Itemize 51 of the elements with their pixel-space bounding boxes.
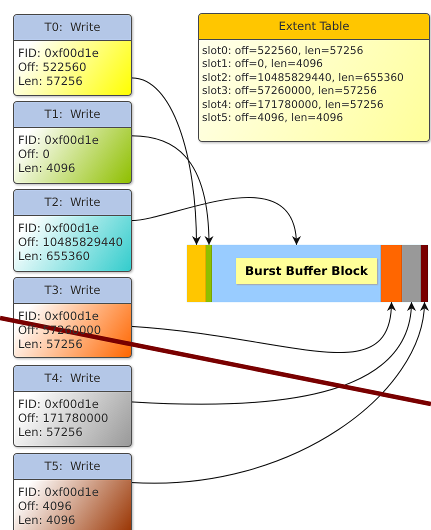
card-heading: T1: Write xyxy=(14,102,131,128)
field-text: Off: 171780000 xyxy=(17,411,110,425)
write-card xyxy=(13,14,132,96)
block-label: Burst Buffer Block xyxy=(236,258,377,284)
block-segment xyxy=(402,245,421,302)
card-heading: T4: Write xyxy=(14,366,131,392)
arrow xyxy=(132,302,428,484)
field-text: FID: 0xf00d1e xyxy=(17,485,100,499)
slot-entry: slot0: off=522560, len=57256 xyxy=(201,45,364,58)
field-text: FID: 0xf00d1e xyxy=(17,309,100,323)
field-text: FID: 0xf00d1e xyxy=(17,46,100,60)
card-heading: Extent Table xyxy=(199,14,429,40)
arrow xyxy=(132,135,214,246)
write-card xyxy=(13,101,132,184)
arrow xyxy=(132,197,300,246)
extent-table-card xyxy=(198,13,430,142)
block-segment xyxy=(187,245,206,302)
field-text: Off: 10485829440 xyxy=(17,235,124,249)
card-heading: T0: Write xyxy=(14,15,131,41)
field-text: Len: 655360 xyxy=(17,249,91,263)
field-text: Off: 0 xyxy=(17,147,51,161)
write-card xyxy=(13,453,132,530)
block-segment xyxy=(212,245,381,302)
field-text: FID: 0xf00d1e xyxy=(17,221,100,235)
field-text: FID: 0xf00d1e xyxy=(17,397,100,411)
slot-entry: slot4: off=171780000, len=57256 xyxy=(201,98,385,112)
write-card xyxy=(13,365,132,447)
arrow xyxy=(132,77,201,246)
write-card xyxy=(13,189,132,272)
slot-entry: slot3: off=57260000, len=57256 xyxy=(201,85,378,99)
field-text: Len: 57256 xyxy=(17,337,84,351)
slot-entry: slot1: off=0, len=4096 xyxy=(201,58,324,72)
card-heading: T2: Write xyxy=(14,190,131,216)
burst-buffer-bar xyxy=(187,245,428,302)
field-text: FID: 0xf00d1e xyxy=(17,133,100,147)
field-text: Len: 57256 xyxy=(17,74,84,88)
block-segment xyxy=(381,245,402,302)
field-text: Off: 522560 xyxy=(17,60,88,74)
field-text: Len: 4096 xyxy=(17,513,76,527)
block-segment xyxy=(421,245,428,302)
slot-entry: slot5: off=4096, len=4096 xyxy=(201,112,344,126)
slot-entry: slot2: off=10485829440, len=655360 xyxy=(201,72,405,86)
field-text: Len: 4096 xyxy=(17,161,76,175)
card-heading: T5: Write xyxy=(14,454,131,480)
arrow xyxy=(132,302,415,405)
block-segment xyxy=(206,245,212,302)
field-text: Off: 4096 xyxy=(17,499,73,513)
card-heading: T3: Write xyxy=(14,278,131,304)
field-text: Len: 57256 xyxy=(17,425,84,439)
arrow xyxy=(132,302,396,353)
write-card xyxy=(13,277,132,358)
